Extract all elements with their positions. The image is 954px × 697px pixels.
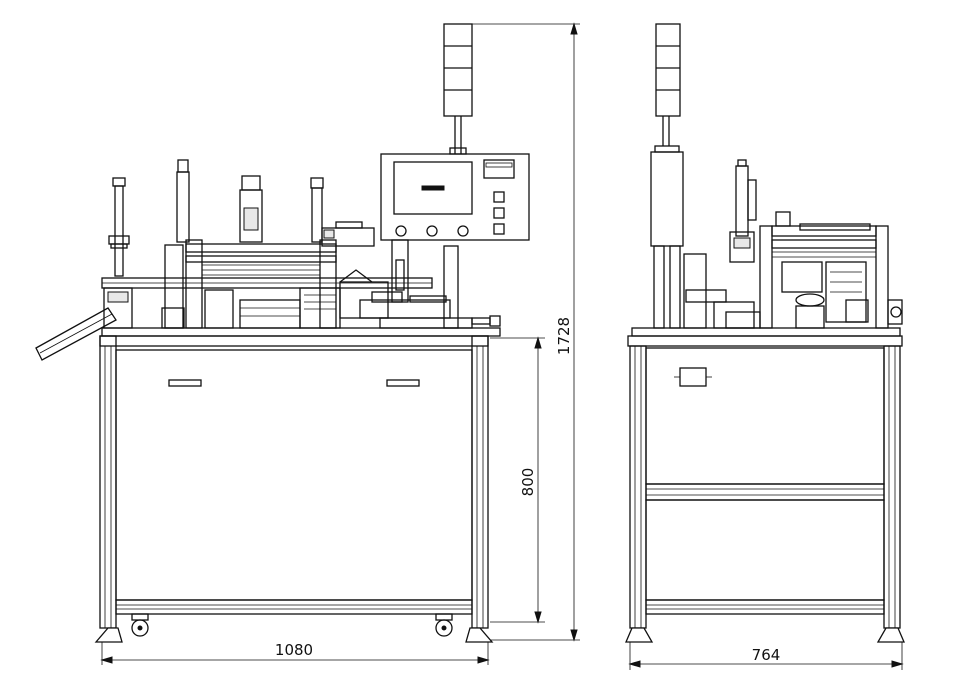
side-view: 764 (625, 23, 905, 670)
front-feet (94, 613, 494, 643)
front-mechanism (101, 239, 433, 329)
dim-total-height: 1728 (472, 22, 580, 642)
dim-total-height-label: 1728 (555, 317, 573, 355)
front-press-unit (339, 239, 501, 329)
front-view: 1728 800 1080 (35, 22, 580, 665)
dim-table-height-label: 800 (519, 468, 537, 497)
front-signal-tower (443, 23, 473, 155)
front-top-block (321, 221, 375, 247)
side-feet (625, 627, 905, 643)
dim-side-width: 764 (628, 642, 904, 670)
front-cylinders (176, 159, 324, 243)
side-table-plate (631, 327, 901, 337)
front-chute (35, 307, 117, 361)
side-mechanism (683, 159, 903, 329)
dim-side-width-label: 764 (752, 646, 781, 664)
front-control-box (380, 153, 530, 241)
front-cabinet (99, 335, 489, 629)
front-left-post (108, 177, 130, 277)
front-table-plate (101, 327, 501, 337)
side-cabinet (627, 335, 903, 629)
side-column (650, 23, 684, 329)
dim-front-width: 1080 (100, 641, 490, 665)
dim-front-width-label: 1080 (275, 641, 313, 659)
dim-table-height: 800 (490, 336, 545, 624)
